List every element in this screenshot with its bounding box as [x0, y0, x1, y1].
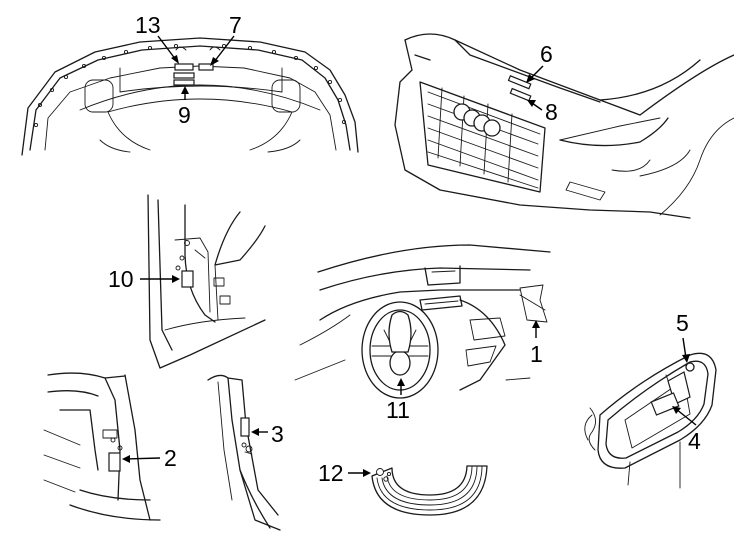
label-6-decal-group	[507, 75, 532, 90]
label-9-decal-a	[173, 72, 195, 79]
vehicle-front-view	[394, 33, 734, 219]
sunvisor-view	[584, 352, 717, 489]
callout-3: 3	[271, 421, 284, 447]
label-7-decal	[198, 63, 214, 71]
callout-1: 1	[530, 341, 543, 367]
callout-7: 7	[229, 12, 242, 38]
label-10-decal	[181, 270, 194, 288]
callout-10: 10	[108, 266, 134, 292]
label-3-decal	[240, 417, 250, 437]
pillar-view-3	[207, 374, 281, 531]
callout-6: 6	[540, 41, 553, 67]
callout-13: 13	[135, 12, 161, 38]
label-4-decal	[650, 392, 680, 416]
label-11-decal	[388, 310, 412, 353]
callout-12: 12	[318, 460, 344, 486]
label-6-decal	[507, 75, 532, 90]
label-2-decal	[108, 452, 121, 472]
callout-8: 8	[545, 99, 558, 125]
label-13-decal	[174, 63, 194, 71]
label-9-decal-b	[173, 79, 195, 86]
callout-9: 9	[178, 102, 191, 128]
dashboard-steering-view	[294, 244, 551, 399]
callout-5: 5	[676, 310, 689, 336]
callout-11: 11	[386, 397, 410, 423]
door-pillar-view-10	[147, 194, 266, 369]
label-8-decal-group	[509, 87, 532, 102]
label-12-decal	[371, 465, 488, 516]
hood-underside-view	[21, 37, 359, 156]
label-8-decal	[509, 87, 532, 102]
callout-2: 2	[164, 445, 177, 471]
door-jamb-view-2	[43, 372, 161, 521]
airbag-label-strip	[371, 465, 488, 516]
callout-4: 4	[688, 428, 701, 454]
